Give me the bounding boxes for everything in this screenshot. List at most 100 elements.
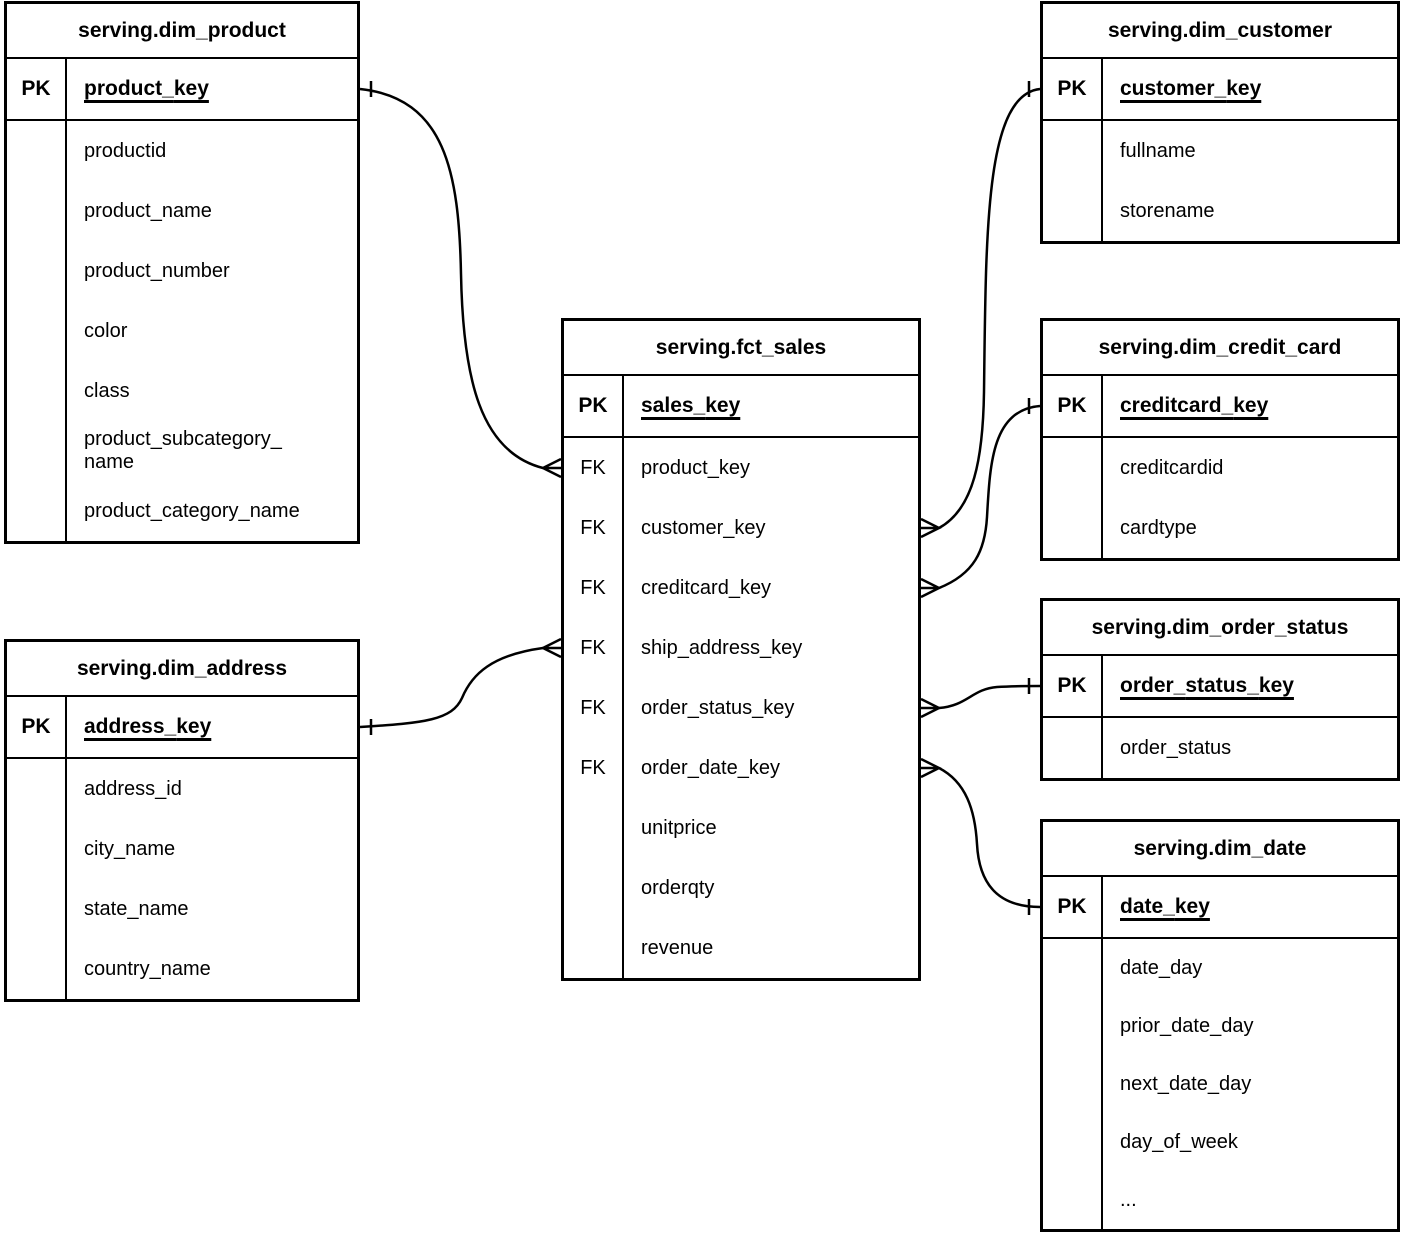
key-label <box>7 241 67 301</box>
field-name: product_subcategory_name <box>84 428 282 473</box>
table-title: serving.dim_credit_card <box>1043 321 1397 376</box>
field-name: fullname <box>1120 139 1196 162</box>
field-row: country_name <box>7 939 357 999</box>
key-label <box>7 759 67 819</box>
pk-field-name: sales_key <box>641 393 741 417</box>
field-row: ... <box>1043 1171 1397 1229</box>
field-row: day_of_week <box>1043 1113 1397 1171</box>
key-label: FK <box>564 618 624 678</box>
field-name: class <box>84 379 130 402</box>
field-name: day_of_week <box>1120 1130 1238 1153</box>
many-cardinality-crowfoot-icon <box>540 457 562 479</box>
field-row: next_date_day <box>1043 1055 1397 1113</box>
field-name: order_status <box>1120 736 1232 759</box>
key-label <box>7 361 67 421</box>
field-name: address_id <box>84 777 182 800</box>
key-label <box>1043 997 1103 1055</box>
field-name: orderqty <box>641 876 715 899</box>
key-label <box>564 858 624 918</box>
key-label <box>564 918 624 978</box>
field-name: creditcard_key <box>641 576 772 599</box>
pk-row: PK address_key <box>7 697 357 759</box>
relationship-line <box>938 404 1041 590</box>
field-row: productid <box>7 121 357 181</box>
relationship-fct-sales-dim-credit-card <box>920 398 1041 599</box>
field-name: product_number <box>84 259 230 282</box>
relationship-fct-sales-dim-address <box>359 637 562 735</box>
field-name: color <box>84 319 128 342</box>
key-label: PK <box>7 697 67 757</box>
many-cardinality-crowfoot-icon <box>920 517 942 539</box>
field-name: prior_date_day <box>1120 1014 1254 1037</box>
field-name: storename <box>1120 199 1215 222</box>
field-row: fullname <box>1043 121 1397 181</box>
field-row: creditcardid <box>1043 438 1397 498</box>
key-label <box>7 939 67 999</box>
table-dim-order-status: serving.dim_order_status PK order_status… <box>1040 598 1400 781</box>
field-row: FK creditcard_key <box>564 558 918 618</box>
many-cardinality-crowfoot-icon <box>920 577 942 599</box>
field-name: ... <box>1120 1188 1137 1211</box>
key-label <box>7 819 67 879</box>
key-label: PK <box>1043 59 1103 119</box>
field-row: product_name <box>7 181 357 241</box>
key-label: PK <box>7 59 67 119</box>
table-dim-address: serving.dim_address PK address_key addre… <box>4 639 360 1002</box>
many-cardinality-crowfoot-icon <box>920 757 942 779</box>
key-label: PK <box>1043 656 1103 716</box>
field-name: product_category_name <box>84 499 300 522</box>
relationship-fct-sales-dim-customer <box>920 81 1041 539</box>
key-label <box>1043 718 1103 778</box>
relationship-line <box>938 766 1041 909</box>
key-label <box>7 121 67 181</box>
pk-field-name: customer_key <box>1120 76 1262 100</box>
pk-row: PK customer_key <box>1043 59 1397 121</box>
relationship-fct-sales-dim-product <box>359 81 562 479</box>
key-label: FK <box>564 438 624 498</box>
table-dim-credit-card: serving.dim_credit_card PK creditcard_ke… <box>1040 318 1400 561</box>
table-dim-date: serving.dim_date PK date_key date_day pr… <box>1040 819 1400 1232</box>
table-title: serving.dim_order_status <box>1043 601 1397 656</box>
pk-field-name: creditcard_key <box>1120 393 1269 417</box>
table-title: serving.dim_date <box>1043 822 1397 877</box>
table-title: serving.dim_product <box>7 4 357 59</box>
key-label <box>1043 1055 1103 1113</box>
field-name: product_name <box>84 199 212 222</box>
key-label <box>7 879 67 939</box>
key-label: FK <box>564 558 624 618</box>
field-row: color <box>7 301 357 361</box>
many-cardinality-crowfoot-icon <box>920 697 942 719</box>
field-row: product_subcategory_name <box>7 421 357 481</box>
field-name: order_status_key <box>641 696 795 719</box>
key-label <box>1043 181 1103 241</box>
table-dim-product: serving.dim_product PK product_key produ… <box>4 1 360 544</box>
key-label: FK <box>564 678 624 738</box>
field-row: class <box>7 361 357 421</box>
field-row: FK order_status_key <box>564 678 918 738</box>
pk-field-name: date_key <box>1120 894 1210 918</box>
field-name: date_day <box>1120 956 1203 979</box>
field-row: unitprice <box>564 798 918 858</box>
key-label <box>1043 121 1103 181</box>
pk-row: PK order_status_key <box>1043 656 1397 718</box>
field-name: city_name <box>84 837 176 860</box>
field-name: state_name <box>84 897 189 920</box>
field-name: unitprice <box>641 816 717 839</box>
field-row: revenue <box>564 918 918 978</box>
pk-field-name: address_key <box>84 714 212 738</box>
field-row: storename <box>1043 181 1397 241</box>
key-label <box>7 421 67 481</box>
field-row: state_name <box>7 879 357 939</box>
many-cardinality-crowfoot-icon <box>540 637 562 659</box>
field-name: next_date_day <box>1120 1072 1252 1095</box>
key-label <box>564 798 624 858</box>
relationship-line <box>359 646 544 729</box>
field-row: cardtype <box>1043 498 1397 558</box>
field-name: cardtype <box>1120 516 1197 539</box>
pk-field-name: order_status_key <box>1120 673 1294 697</box>
field-name: customer_key <box>641 516 766 539</box>
field-name: creditcardid <box>1120 456 1224 479</box>
field-row: FK order_date_key <box>564 738 918 798</box>
